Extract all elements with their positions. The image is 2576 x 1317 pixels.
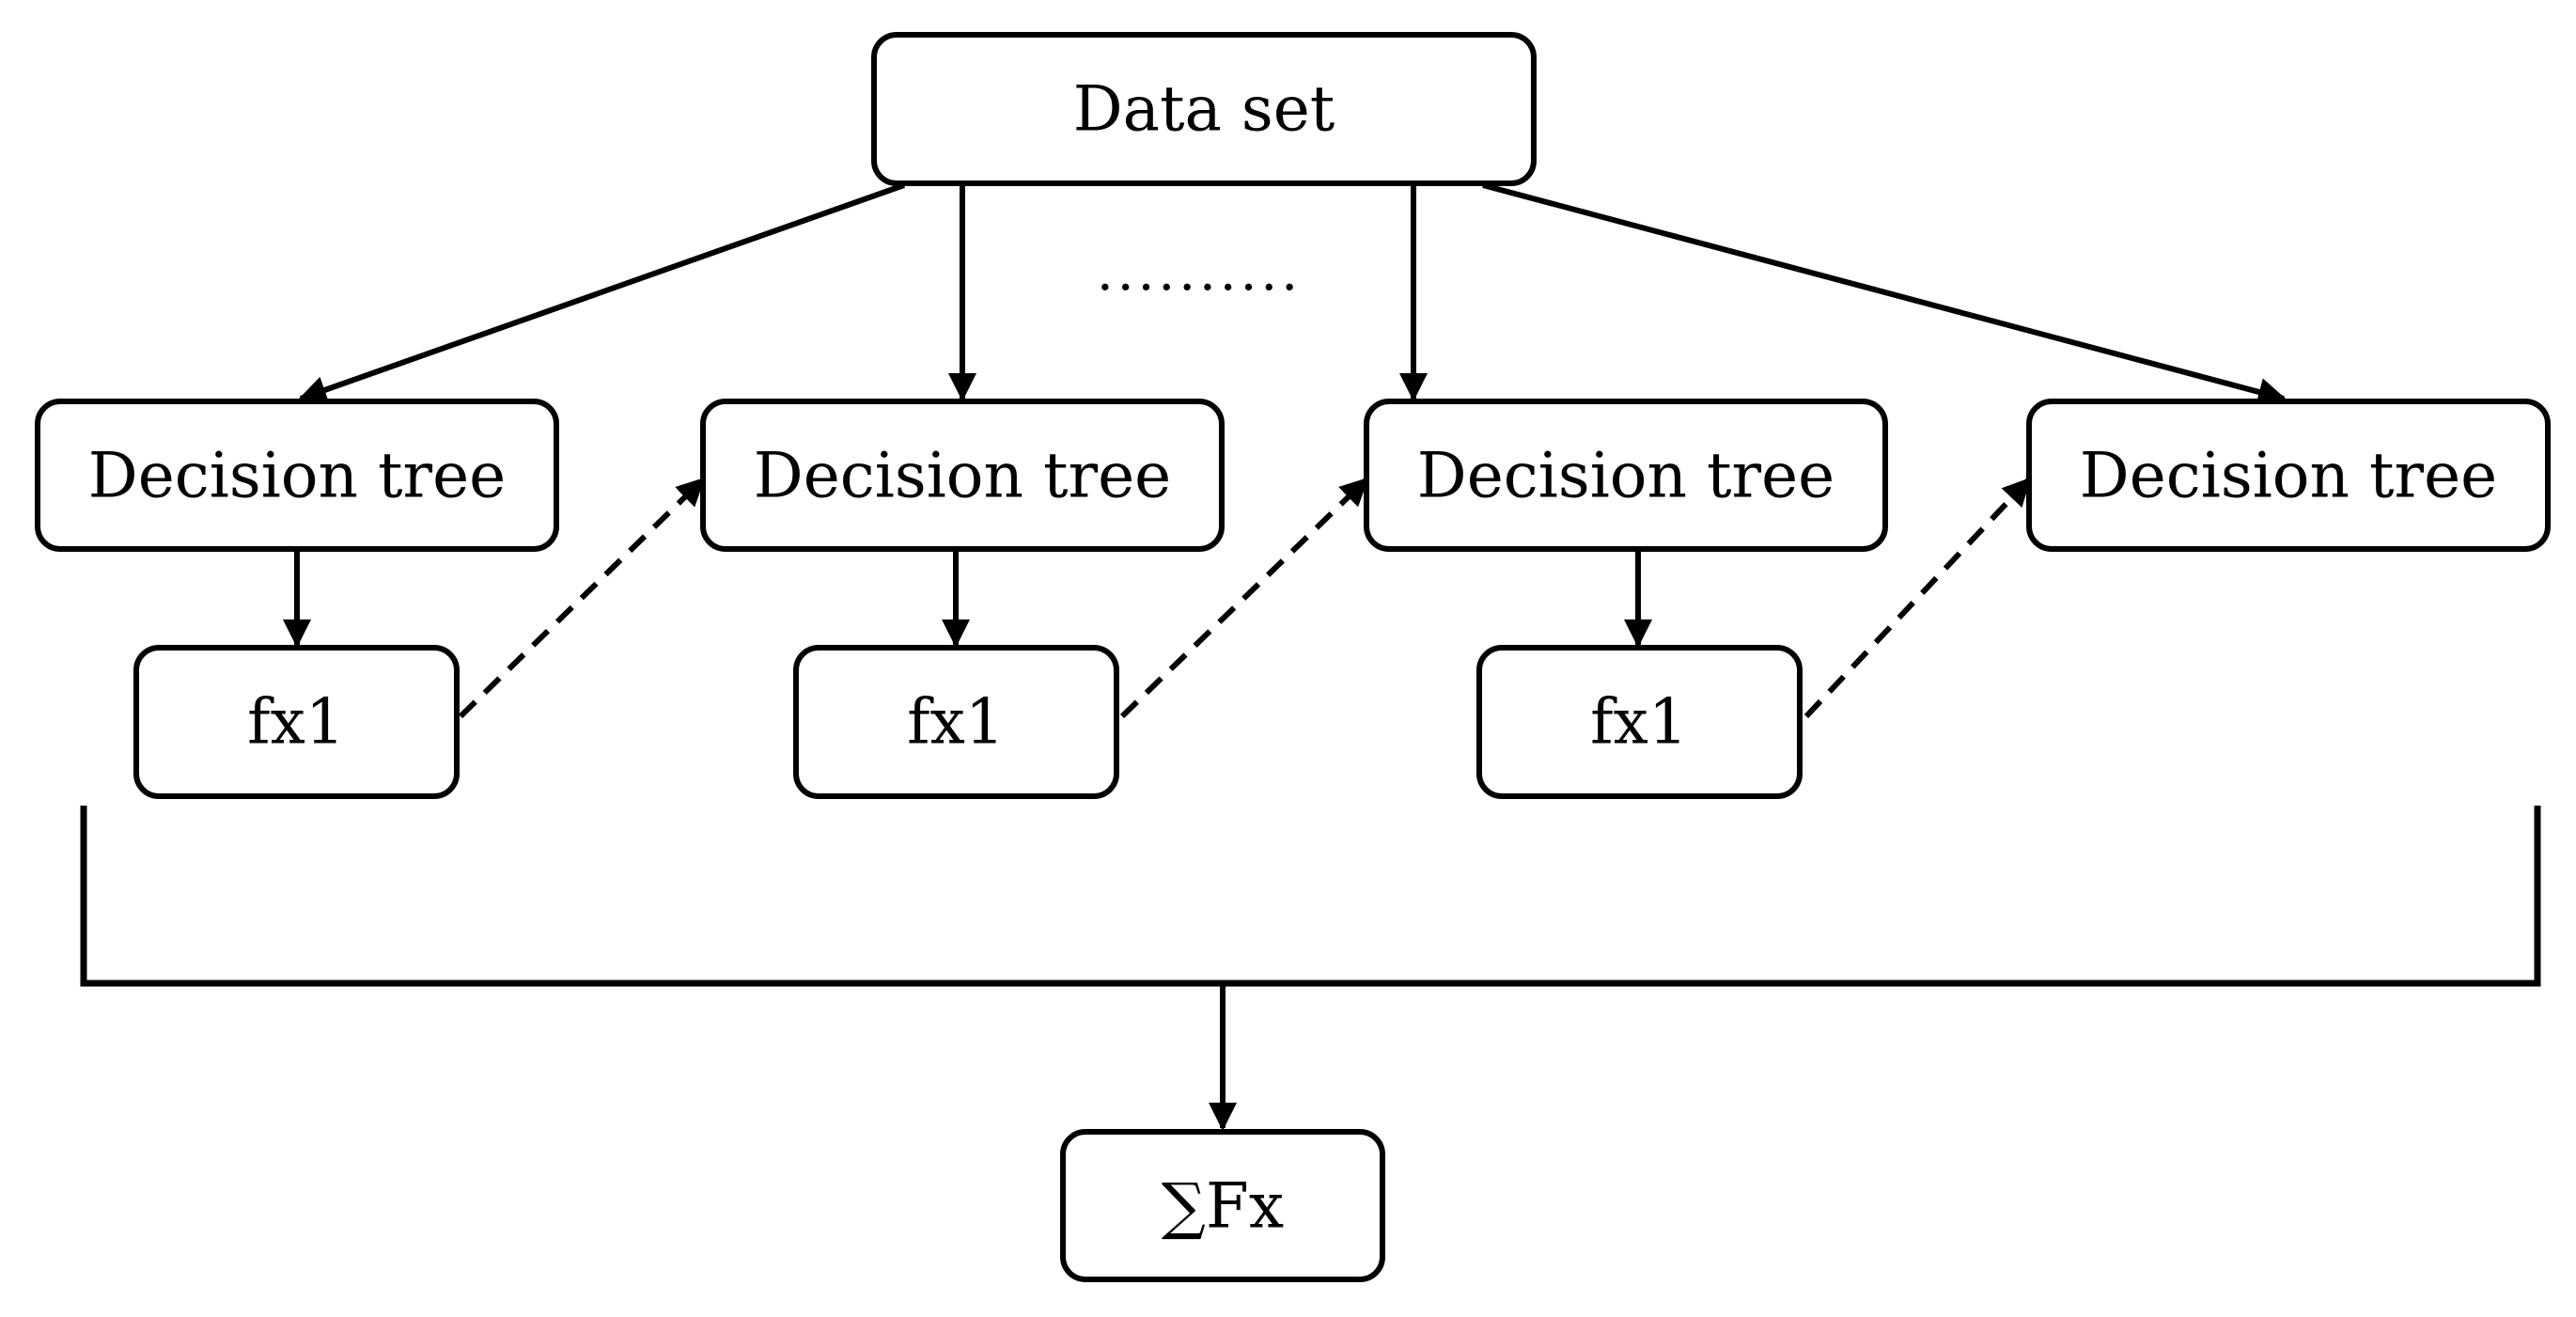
decision-tree-label: Decision tree (88, 440, 506, 512)
edge-output-1-tree-2 (458, 477, 706, 719)
output-label: fx1 (247, 686, 345, 759)
boosting-edges (458, 477, 2032, 719)
output-node-3: fx1 (1476, 645, 1803, 799)
data-set-label: Data set (1073, 73, 1335, 146)
root-edges (298, 182, 2287, 406)
output-label: fx1 (907, 686, 1005, 759)
aggregation-bracket (80, 806, 2541, 987)
output-label: fx1 (1590, 686, 1688, 759)
output-node-1: fx1 (133, 645, 460, 799)
decision-tree-label: Decision tree (1417, 440, 1834, 512)
decision-tree-label: Decision tree (754, 440, 1171, 512)
decision-tree-node-1: Decision tree (35, 399, 559, 552)
edge-root-tree-1 (298, 182, 906, 404)
data-set-node: Data set (871, 32, 1537, 186)
decision-tree-node-3: Decision tree (1364, 399, 1888, 552)
decision-tree-label: Decision tree (2080, 440, 2497, 512)
sum-label: ∑Fx (1162, 1170, 1284, 1243)
sum-node: ∑Fx (1060, 1129, 1385, 1282)
edge-output-2-tree-3 (1119, 477, 1369, 719)
output-node-2: fx1 (793, 645, 1119, 799)
decision-tree-node-4: Decision tree (2026, 399, 2551, 552)
ellipsis-dots: .......... (1097, 242, 1302, 303)
edge-root-tree-4 (1482, 182, 2287, 406)
edge-output-3-tree-4 (1803, 477, 2032, 719)
decision-tree-node-2: Decision tree (700, 399, 1225, 552)
tree-output-edges (283, 552, 1652, 648)
